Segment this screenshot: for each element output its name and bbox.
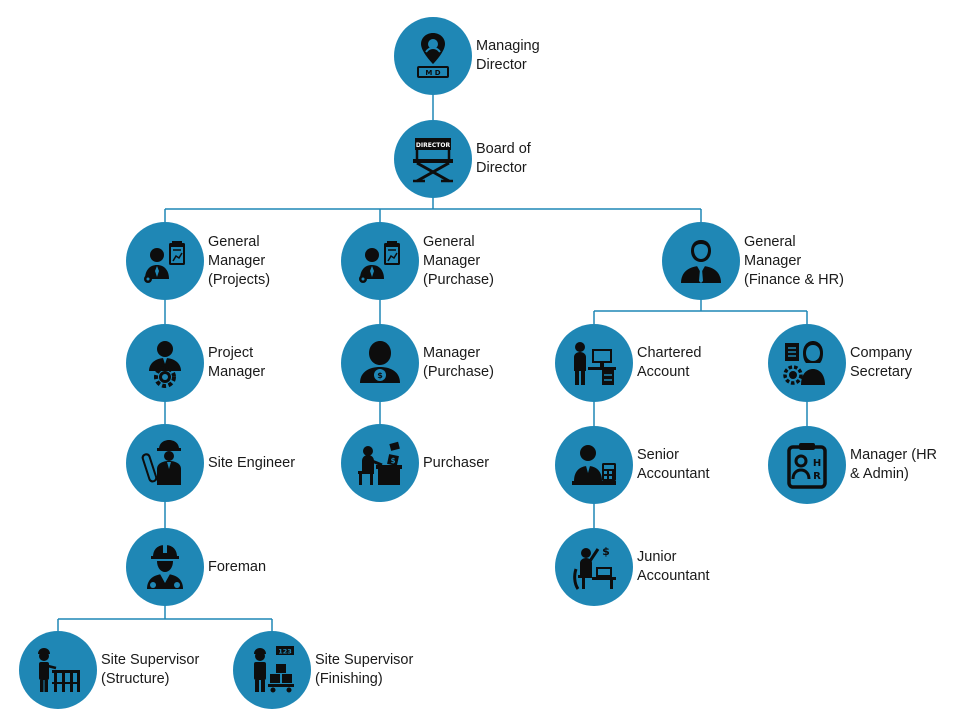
director-chair-icon: DIRECTOR <box>413 138 453 183</box>
node-label: General Manager (Purchase) <box>423 233 494 288</box>
manager-clipboard-icon <box>144 241 185 283</box>
node-circle <box>341 222 419 300</box>
node-circle <box>126 222 204 300</box>
node-manager-purchase: $ Manager (Purchase) <box>341 324 494 402</box>
node-project-manager: Project Manager <box>126 324 265 402</box>
node-gm-projects: General Manager (Projects) <box>126 222 270 300</box>
node-label: Site Supervisor (Finishing) <box>315 652 414 687</box>
node-company-secretary: Company Secretary <box>768 324 912 402</box>
svg-text:DIRECTOR: DIRECTOR <box>416 142 451 149</box>
node-circle <box>126 424 204 502</box>
node-circle: DIRECTOR <box>394 120 472 198</box>
hr-clipboard-icon: H R <box>787 443 827 489</box>
manager-clipboard-icon <box>359 241 400 283</box>
node-gm-purchase: General Manager (Purchase) <box>341 222 494 300</box>
node-senior-accountant: Senior Accountant <box>555 426 710 504</box>
node-circle <box>126 324 204 402</box>
node-site-engineer: Site Engineer <box>126 424 295 502</box>
node-site-supervisor-structure: Site Supervisor (Structure) <box>19 631 199 709</box>
md-badge-icon: M D <box>417 33 449 78</box>
svg-text:123: 123 <box>278 648 292 656</box>
node-circle <box>555 324 633 402</box>
node-label: Site Engineer <box>208 454 296 471</box>
node-circle: M D <box>394 17 472 95</box>
node-circle <box>768 324 846 402</box>
svg-text:$: $ <box>391 457 396 465</box>
node-circle: 123 <box>233 631 311 709</box>
svg-text:R: R <box>813 471 821 482</box>
node-label: General Manager (Finance & HR) <box>744 233 844 288</box>
accountant-calculator-icon <box>572 445 616 485</box>
supervisor-scaffold-icon <box>38 648 80 692</box>
node-purchaser: $ Purchaser <box>341 424 489 502</box>
svg-text:M D: M D <box>425 69 440 77</box>
accountant-office-icon <box>574 342 616 385</box>
node-label: Board of Director <box>476 141 531 176</box>
secretary-documents-icon <box>783 341 825 385</box>
svg-text:$: $ <box>602 545 610 558</box>
node-circle: H R <box>768 426 846 504</box>
node-circle <box>19 631 97 709</box>
purchaser-desk-icon: $ <box>358 441 402 485</box>
node-gm-finance-hr: General Manager (Finance & HR) <box>662 222 844 300</box>
svg-text:H: H <box>813 458 821 469</box>
engineer-blueprint-icon <box>141 440 181 485</box>
node-junior-accountant: $ Junior Accountant <box>555 528 710 606</box>
node-circle <box>662 222 740 300</box>
node-circle: $ <box>341 324 419 402</box>
node-managing-director: M D Managing Director <box>394 17 540 95</box>
node-label: Chartered Account <box>637 345 702 380</box>
node-site-supervisor-finishing: 123 Site Supervisor (Finishing) <box>233 631 413 709</box>
hardhat-worker-icon <box>147 545 183 589</box>
node-label: Company Secretary <box>850 345 913 380</box>
node-label: Junior Accountant <box>637 549 710 584</box>
node-label: Manager (HR & Admin) <box>850 447 938 482</box>
node-label: Senior Accountant <box>637 447 710 482</box>
node-label: Manager (Purchase) <box>423 345 494 380</box>
node-label: Managing Director <box>476 38 540 73</box>
node-label: Purchaser <box>423 454 490 471</box>
node-circle: $ <box>555 528 633 606</box>
node-circle <box>555 426 633 504</box>
manager-gear-icon <box>149 341 181 388</box>
node-label: Project Manager <box>208 345 266 380</box>
node-label: Site Supervisor (Structure) <box>101 652 200 687</box>
supervisor-boxes-icon: 123 <box>254 646 294 693</box>
node-foreman: Foreman <box>126 528 266 606</box>
node-label: General Manager (Projects) <box>208 233 271 288</box>
businessman-icon <box>681 240 721 283</box>
svg-text:$: $ <box>377 371 383 380</box>
node-label: Foreman <box>208 558 267 575</box>
node-circle <box>126 528 204 606</box>
node-manager-hr-admin: H R Manager (HR & Admin) <box>768 426 937 504</box>
manager-money-icon: $ <box>360 341 400 383</box>
junior-accountant-icon: $ <box>573 545 616 590</box>
node-chartered-account: Chartered Account <box>555 324 701 402</box>
node-board-of-director: DIRECTOR Board of Director <box>394 120 531 198</box>
node-circle: $ <box>341 424 419 502</box>
